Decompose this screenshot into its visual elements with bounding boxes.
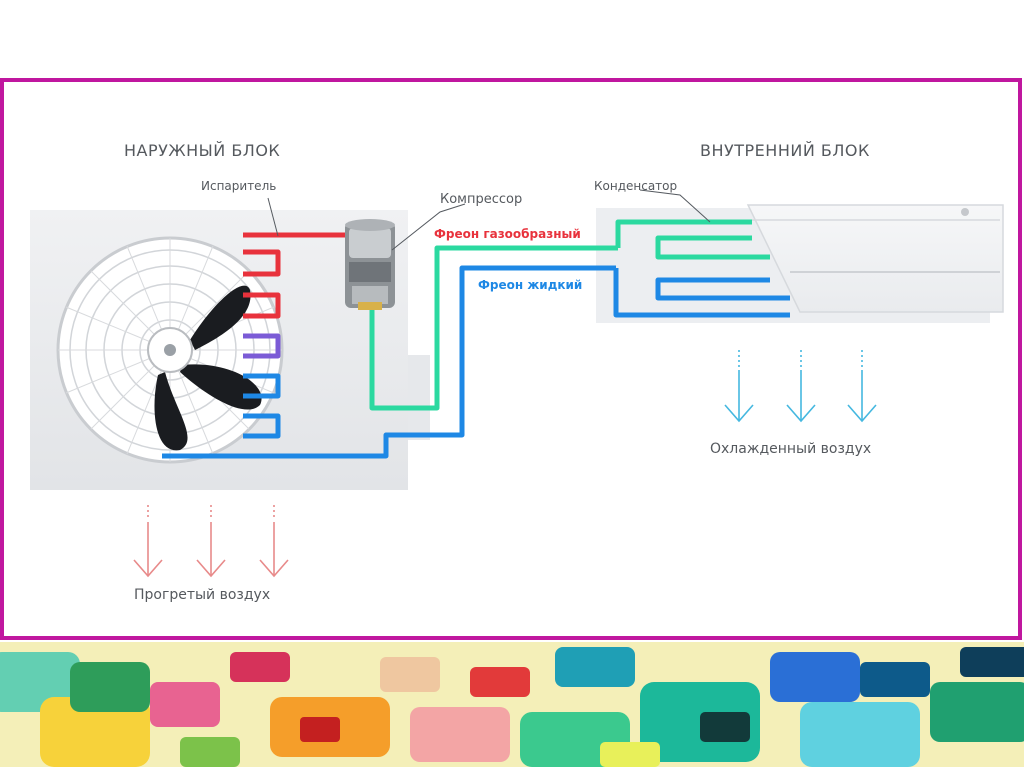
- decorative-pattern: [0, 642, 1024, 767]
- arrow-down-icon: [847, 350, 877, 423]
- condenser-label: Конденсатор: [594, 179, 677, 193]
- gas-refrigerant-line: [369, 245, 618, 411]
- arrow-down-icon: [259, 505, 289, 578]
- arrow-down-icon: [724, 350, 754, 423]
- indoor-unit: [746, 204, 1004, 313]
- indoor-unit-title: ВНУТРЕННИЙ БЛОК: [700, 141, 870, 160]
- evaporator-label: Испаритель: [201, 179, 276, 193]
- outdoor-unit-title: НАРУЖНЫЙ БЛОК: [124, 141, 280, 160]
- arrow-down-icon: [133, 505, 163, 578]
- compressor-label: Компрессор: [440, 192, 522, 207]
- arrow-down-icon: [196, 505, 226, 578]
- liquid-refrigerant-line: [162, 265, 616, 459]
- warm-air-arrows: [133, 505, 289, 578]
- compressor-icon: [345, 219, 395, 310]
- gas-refrigerant-label: Фреон газообразный: [434, 227, 581, 241]
- warm-air-label: Прогретый воздух: [134, 587, 270, 603]
- arrow-down-icon: [786, 350, 816, 423]
- evaporator-coil: [243, 232, 352, 439]
- condenser-coil: [613, 219, 790, 318]
- leader-lines: [267, 189, 711, 251]
- fan-icon: [56, 236, 284, 464]
- cool-air-arrows: [724, 350, 877, 423]
- cool-air-label: Охлажденный воздух: [710, 441, 871, 457]
- liquid-refrigerant-label: Фреон жидкий: [478, 278, 582, 292]
